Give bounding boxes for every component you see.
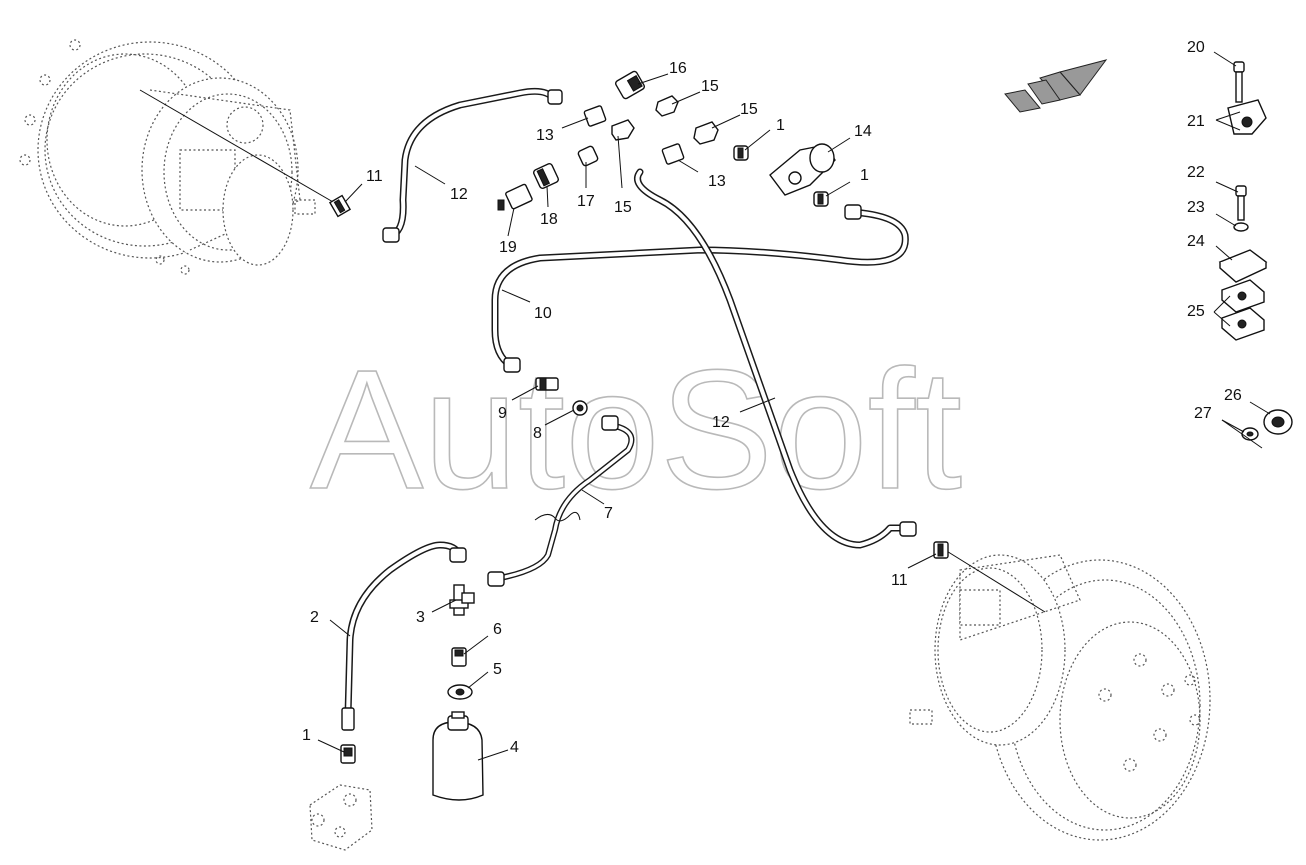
label-3: 3 [416,609,425,626]
label-21: 21 [1187,113,1205,130]
label-1c: 1 [302,727,311,744]
label-15b: 15 [740,101,758,118]
clamp-parts [1218,61,1293,441]
label-22: 22 [1187,164,1205,181]
hub-axis-line-lower [944,549,1046,613]
label-18: 18 [540,211,558,228]
label-17: 17 [577,193,595,210]
label-11a: 11 [366,168,383,185]
hub-axis-line-upper [139,89,341,207]
part-labels: 16 15 15 15 13 13 14 1 1 1 11 11 12 12 1… [302,39,1242,756]
break-symbol [534,511,581,522]
label-24: 24 [1187,233,1205,250]
label-19: 19 [499,239,517,256]
label-8: 8 [533,425,542,442]
label-12a: 12 [450,186,468,203]
label-11b: 11 [891,572,908,589]
label-1b: 1 [860,167,869,184]
label-2: 2 [310,609,319,626]
watermark: AutoSoft [310,335,962,525]
label-23: 23 [1187,199,1205,216]
label-10: 10 [534,305,552,322]
label-5: 5 [493,661,502,678]
label-1a: 1 [776,117,785,134]
label-15c: 15 [614,199,632,216]
label-25: 25 [1187,303,1205,320]
label-4: 4 [510,739,519,756]
label-26: 26 [1224,387,1242,404]
label-13b: 13 [708,173,726,190]
label-12b: 12 [712,414,730,431]
label-27: 27 [1194,405,1212,422]
label-9: 9 [498,405,507,422]
wheel-hub-upper-left [19,39,316,275]
direction-arrow-icon [1004,59,1108,113]
label-14: 14 [854,123,872,140]
label-13a: 13 [536,127,554,144]
label-15a: 15 [701,78,719,95]
leader-lines [317,51,1271,761]
label-20: 20 [1187,39,1205,56]
wheel-hub-lower-right [909,554,1211,841]
label-16: 16 [669,60,687,77]
fittings [309,70,949,851]
label-7: 7 [604,505,613,522]
label-6: 6 [493,621,502,638]
